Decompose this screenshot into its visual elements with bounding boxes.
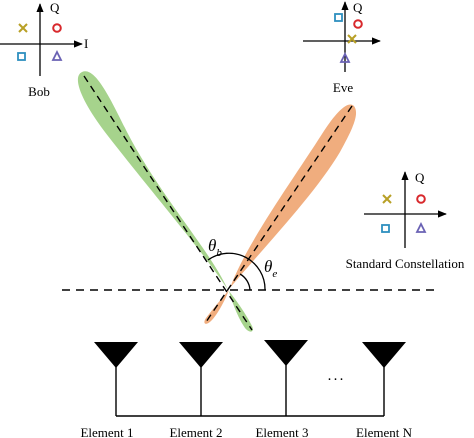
theta-b-arc	[207, 252, 266, 291]
bob-caption: Bob	[28, 84, 50, 99]
eve-q-label: Q	[353, 0, 363, 15]
theta-b-label: θb	[208, 236, 222, 259]
eve-caption: Eve	[333, 80, 353, 95]
square-icon	[381, 224, 390, 233]
antenna-element-2	[179, 342, 223, 416]
bob-beam-axis	[83, 75, 253, 331]
antenna-array: ··· Element 1 Element 2 Element 3 Elemen…	[80, 340, 413, 438]
eve-constellation: Q Eve	[303, 0, 381, 95]
element-label-1: Element 1	[80, 425, 133, 438]
triangle-icon	[415, 221, 427, 233]
circle-icon	[416, 194, 426, 204]
antenna-element-3	[264, 340, 308, 416]
theta-e-label: θe	[264, 257, 277, 280]
circle-icon	[52, 23, 62, 33]
antenna-element-1	[94, 342, 138, 416]
square-icon	[334, 13, 343, 22]
x-mark-icon	[347, 34, 357, 44]
standard-constellation: Q Standard Constellation	[346, 170, 465, 271]
square-icon	[17, 52, 26, 61]
eve-beam	[204, 104, 357, 324]
element-label-n: Element N	[356, 425, 413, 438]
eve-beam-axis	[205, 105, 353, 323]
antenna-element-n	[362, 342, 406, 416]
standard-caption: Standard Constellation	[346, 256, 465, 271]
bob-constellation: I Q Bob	[0, 0, 88, 99]
element-label-2: Element 2	[169, 425, 222, 438]
element-label-3: Element 3	[255, 425, 308, 438]
x-mark-icon	[382, 194, 392, 204]
circle-icon	[353, 19, 363, 29]
theta-e-arc	[239, 273, 251, 291]
triangle-icon	[51, 49, 63, 61]
array-ellipsis: ···	[327, 372, 345, 388]
triangle-icon	[339, 51, 351, 63]
x-mark-icon	[18, 23, 28, 33]
standard-q-label: Q	[415, 170, 425, 185]
bob-i-label: I	[84, 36, 88, 51]
bob-beam	[77, 71, 253, 332]
bob-q-label: Q	[50, 0, 60, 15]
